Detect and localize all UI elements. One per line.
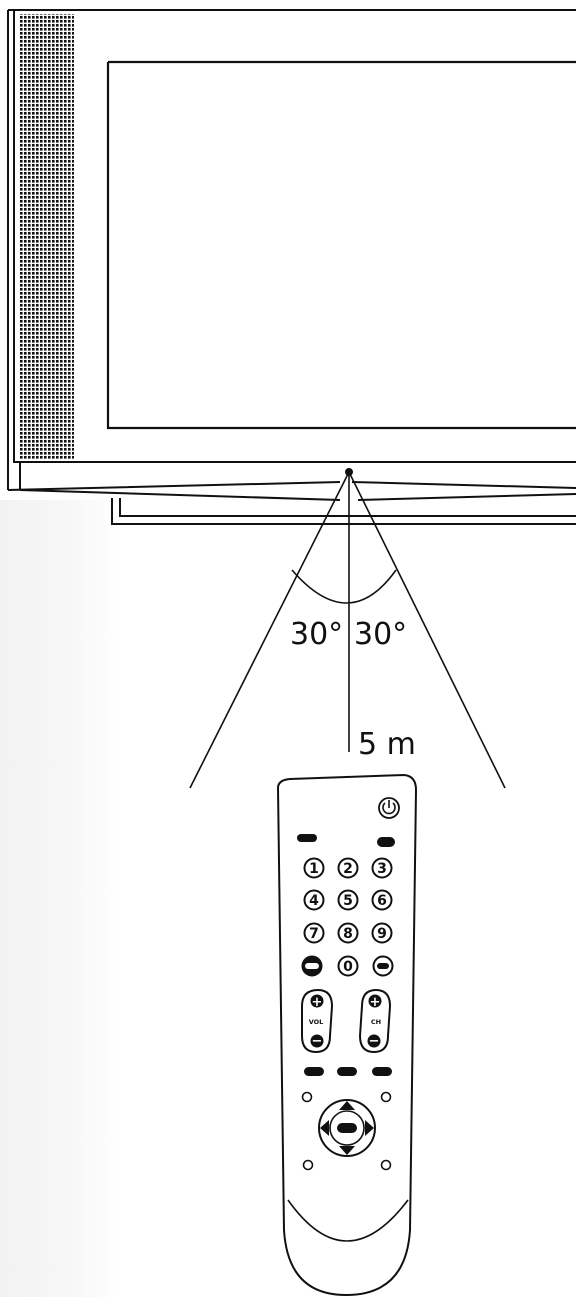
function-button-left[interactable]: [304, 1067, 324, 1076]
power-button[interactable]: [378, 797, 400, 819]
number-7-label: 7: [309, 926, 319, 942]
range-lines: [189, 471, 506, 789]
small-button-top-right[interactable]: [380, 1091, 392, 1103]
tv-set: [7, 9, 576, 525]
small-button-top-left[interactable]: [301, 1091, 313, 1103]
number-button-7[interactable]: 7: [303, 922, 325, 944]
number-button-3[interactable]: 3: [371, 857, 393, 879]
small-button-bottom-left[interactable]: [302, 1159, 314, 1171]
range-line-left: [189, 471, 350, 789]
power-icon: [382, 800, 396, 815]
volume-label: VOL: [309, 1018, 324, 1026]
channel-label: CH: [371, 1018, 381, 1026]
special-button-left[interactable]: [301, 955, 323, 977]
channel-plus-symbol: +: [370, 995, 381, 1010]
number-button-8[interactable]: 8: [337, 922, 359, 944]
number-1-label: 1: [309, 861, 319, 877]
remote-body: [276, 773, 418, 1297]
arrow-left-icon[interactable]: [320, 1120, 329, 1136]
small-button-bottom-right[interactable]: [380, 1159, 392, 1171]
function-button-center[interactable]: [337, 1067, 357, 1076]
volume-rocker[interactable]: + VOL −: [301, 988, 334, 1054]
range-line-right: [348, 471, 506, 789]
remote-bottom-curve: [287, 1199, 409, 1242]
number-button-1[interactable]: 1: [303, 857, 325, 879]
channel-minus-symbol: −: [369, 1034, 380, 1049]
channel-rocker[interactable]: + CH −: [358, 988, 392, 1054]
distance-label: 5 m: [358, 727, 416, 762]
pill-button-right[interactable]: [377, 837, 395, 847]
number-button-5[interactable]: 5: [337, 889, 359, 911]
remote-control: 1 2 3 4 5 6: [276, 773, 418, 1297]
volume-minus-symbol: −: [312, 1034, 323, 1049]
tv-bezel: [13, 10, 576, 463]
number-button-0[interactable]: 0: [337, 955, 359, 977]
tv-cabinet: [7, 9, 576, 491]
function-button-right[interactable]: [372, 1067, 392, 1076]
angle-left-label: 30°: [290, 617, 343, 652]
angle-right-label: 30°: [354, 617, 407, 652]
arrow-down-icon[interactable]: [339, 1146, 355, 1155]
tv-base-top: [19, 462, 576, 501]
number-4-label: 4: [309, 893, 319, 909]
background-shade: [0, 500, 120, 1297]
navigation-pad[interactable]: [318, 1099, 376, 1157]
arrow-up-icon[interactable]: [339, 1101, 355, 1110]
tv-base-stand: [111, 498, 576, 525]
angle-arc: [291, 569, 397, 604]
number-button-6[interactable]: 6: [371, 889, 393, 911]
volume-plus-symbol: +: [312, 995, 323, 1010]
speaker-grille: [20, 14, 74, 460]
pill-button-left[interactable]: [297, 834, 317, 842]
number-9-label: 9: [377, 926, 387, 942]
number-button-2[interactable]: 2: [337, 857, 359, 879]
ok-button[interactable]: [337, 1123, 357, 1133]
special-button-right[interactable]: [372, 955, 394, 977]
number-button-9[interactable]: 9: [371, 922, 393, 944]
number-3-label: 3: [377, 861, 387, 877]
arrow-right-icon[interactable]: [365, 1120, 374, 1136]
number-6-label: 6: [377, 893, 387, 909]
number-2-label: 2: [343, 861, 353, 877]
number-0-label: 0: [343, 959, 353, 975]
number-button-4[interactable]: 4: [303, 889, 325, 911]
tv-screen: [106, 60, 576, 430]
number-5-label: 5: [343, 893, 353, 909]
number-8-label: 8: [343, 926, 353, 942]
